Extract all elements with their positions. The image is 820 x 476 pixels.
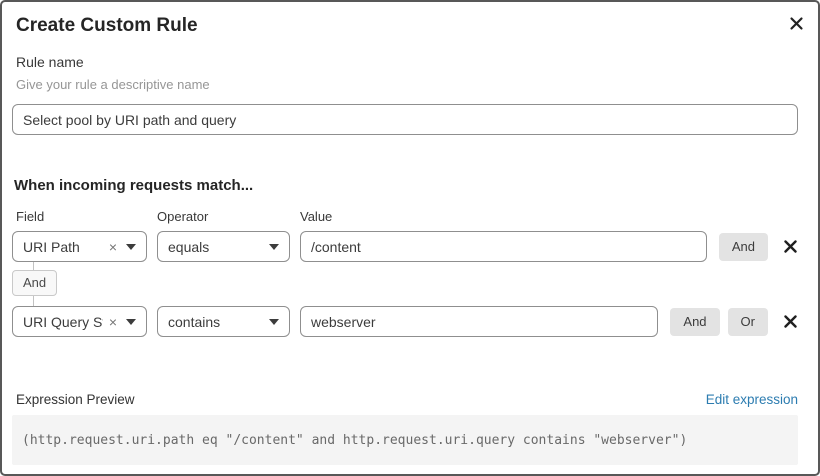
chevron-down-icon [126, 243, 136, 250]
remove-row-icon [784, 240, 797, 253]
field-select-2-value: URI Query St... [23, 313, 103, 330]
expression-code: (http.request.uri.path eq "/content" and… [22, 432, 688, 448]
remove-row-icon [784, 315, 797, 328]
edit-expression-link[interactable]: Edit expression [705, 392, 798, 407]
connector-line [33, 262, 34, 270]
value-input-1[interactable] [300, 231, 707, 262]
dialog-header: Create Custom Rule [12, 14, 803, 37]
clear-x-icon[interactable] [109, 240, 117, 254]
remove-row-2-button[interactable] [783, 314, 798, 329]
field-column-label: Field [16, 209, 45, 224]
match-row-2: URI Query St... contains And Or [12, 306, 798, 337]
and-button-row-2[interactable]: And [670, 307, 720, 336]
field-select-1[interactable]: URI Path [12, 231, 147, 262]
clear-x-icon[interactable] [109, 315, 117, 329]
value-input-2[interactable] [300, 306, 659, 337]
operator-select-1-value: equals [168, 238, 210, 255]
expression-code-block: (http.request.uri.path eq "/content" and… [12, 415, 798, 465]
chevron-down-icon [126, 318, 136, 325]
dialog-title: Create Custom Rule [16, 15, 198, 36]
rule-name-helper: Give your rule a descriptive name [16, 77, 210, 92]
matcher-columns-header: Field Operator Value [12, 209, 798, 224]
close-button[interactable] [787, 14, 806, 33]
connector-line [33, 296, 34, 306]
connector-and-badge: And [12, 270, 58, 296]
chevron-down-icon [269, 318, 279, 325]
operator-select-2[interactable]: contains [157, 306, 290, 337]
remove-row-1-button[interactable] [783, 239, 798, 254]
operator-column-label: Operator [157, 209, 209, 224]
match-row-1: URI Path equals And [12, 231, 798, 262]
field-select-1-value: URI Path [23, 238, 80, 255]
and-button-row-1[interactable]: And [718, 232, 768, 261]
operator-select-1[interactable]: equals [157, 231, 290, 262]
row-connector: And [12, 262, 798, 306]
or-button-row-2[interactable]: Or [727, 307, 768, 336]
expression-preview-label: Expression Preview [16, 392, 135, 407]
matcher-heading: When incoming requests match... [14, 177, 254, 194]
rule-name-label: Rule name [16, 54, 84, 70]
chevron-down-icon [269, 243, 279, 250]
value-column-label: Value [300, 209, 333, 224]
rule-name-section: Rule name Give your rule a descriptive n… [12, 54, 798, 135]
operator-select-2-value: contains [168, 313, 221, 330]
rule-name-input[interactable] [12, 104, 798, 135]
close-icon [790, 17, 803, 30]
expression-preview-header: Expression Preview Edit expression [12, 392, 798, 408]
field-select-2[interactable]: URI Query St... [12, 306, 147, 337]
